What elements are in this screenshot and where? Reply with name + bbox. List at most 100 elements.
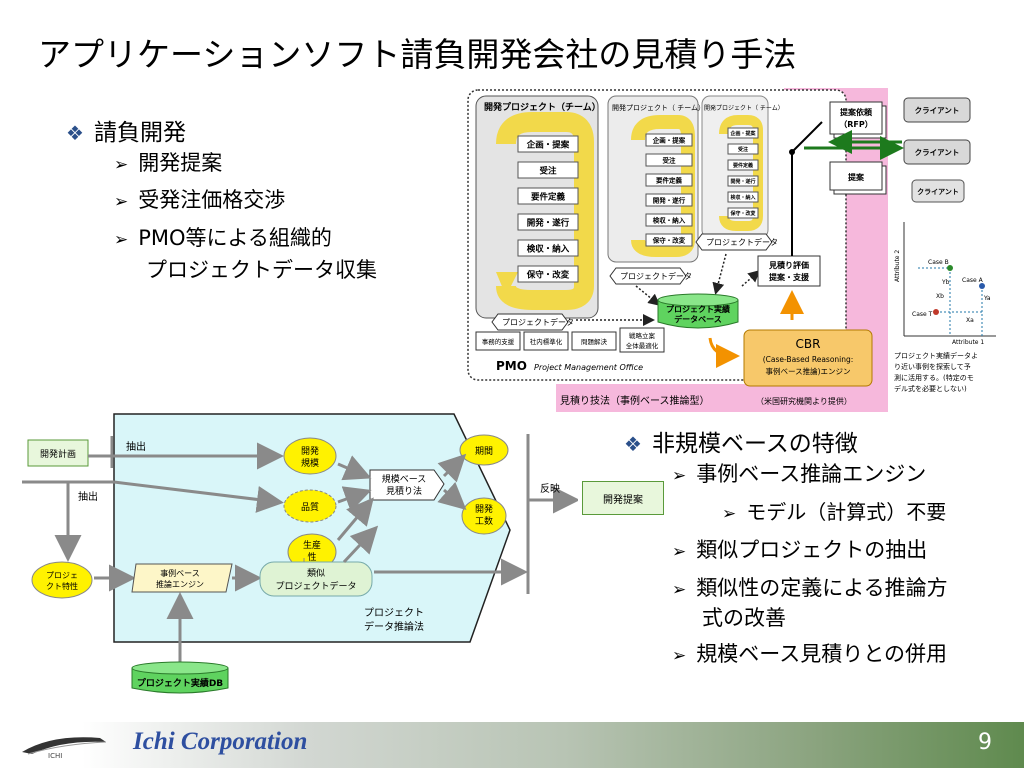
client-label: クライアント (917, 187, 959, 196)
method-label: データ推論法 (364, 620, 424, 633)
phase-label: 保守・改変 (526, 270, 570, 281)
productivity-label: 性 (307, 551, 316, 563)
database-label: データベース (674, 314, 722, 324)
arrow-bullet-icon: ➢ (722, 504, 737, 524)
xa-label: Xa (966, 317, 974, 324)
bullet-text: モデル（計算式）不要 (746, 500, 947, 524)
flow-arrow (437, 481, 467, 510)
phase-box (645, 173, 693, 187)
phase-box (645, 233, 693, 247)
method-label: プロジェクト (364, 607, 424, 619)
arrow-bullet-icon: ➢ (672, 580, 687, 600)
dev-plan-box (27, 439, 89, 467)
bullet-text: 非規模ベースの特徴 (651, 431, 858, 457)
bullet-text: 請負開発 (93, 120, 186, 146)
phase-label: 保守・改変 (652, 236, 686, 245)
engine-label: 事例ベース (160, 568, 200, 578)
project-db-cylinder (131, 668, 229, 694)
phase-box (727, 191, 759, 203)
case-a-point (979, 283, 985, 289)
engine-box (131, 563, 233, 593)
phase-box (517, 187, 579, 205)
ya-label: Ya (983, 295, 991, 302)
estimate-support-label: 見積り評価 (768, 260, 809, 270)
bullet-text: 事例ベース推論エンジン (696, 462, 927, 486)
phase-label: 検収・納入 (653, 216, 686, 225)
phase-box (727, 127, 759, 139)
project-char-label: プロジェ (46, 571, 78, 580)
dev-proposal-label: 開発提案 (603, 494, 643, 506)
cbr-note: 測に活用する。(特定のモ (894, 373, 974, 382)
bullet-heading-nonscale: ❖非規模ベースの特徴 (624, 424, 858, 458)
effort-label: 工数 (475, 515, 493, 527)
rfp-box (829, 101, 883, 135)
phase-label: 保守・改変 (729, 210, 756, 217)
proposal-label: 提案 (848, 172, 865, 182)
company-logo-icon (22, 737, 107, 755)
yb-label: Yb (941, 279, 950, 286)
pmo-function-label: 事務的支援 (482, 337, 515, 346)
pmo-function-label: 問題解決 (581, 337, 608, 346)
xb-label: Xb (936, 293, 944, 300)
pmo-subtitle: Project Management Office (534, 363, 643, 372)
data-flow-arrow (635, 285, 661, 306)
cycle-arrow (496, 112, 594, 310)
logo-text: ICHI (48, 752, 63, 760)
phase-box (645, 193, 693, 207)
method-label: 見積り技法（事例ベース推論型） (560, 394, 710, 407)
team2-title: 開発プロジェクト（ チーム） (612, 103, 705, 112)
source-label: （米国研究機関より提供） (756, 396, 852, 406)
period-label: 期間 (475, 446, 493, 457)
similar-project-label: プロジェクトデータ (275, 580, 356, 592)
similar-project-box (259, 561, 373, 597)
client-label: クライアント (915, 147, 960, 157)
pmo-function-boxes: 事務的支援社内標準化問題解決戦略立案全体最適化 (475, 327, 665, 353)
cbr-subtitle: 事例ベース推論)エンジン (765, 366, 850, 376)
phase-label: 検収・納入 (730, 194, 755, 201)
pmo-label: PMO (496, 359, 527, 373)
pink-band-bottom (556, 384, 888, 412)
effort-label: 開発 (475, 503, 493, 515)
engine-label: 推論エンジン (156, 579, 204, 589)
cbr-note: デル式を必要としない) (894, 384, 967, 393)
pmo-function-box (619, 327, 665, 353)
pmo-function-label: 社内標準化 (530, 337, 563, 346)
phase-box (517, 213, 579, 231)
estimate-support-box (757, 255, 821, 287)
company-name: Ichi Corporation (133, 728, 308, 755)
phase-box (727, 159, 759, 171)
phase-label: 受注 (738, 146, 748, 153)
project-data-tag (491, 313, 569, 331)
phase-box (645, 213, 693, 227)
bullet-item: ➢類似プロジェクトの抽出 (672, 534, 927, 564)
database-label: プロジェクト実績 (666, 304, 730, 314)
phase-label: 受注 (539, 166, 557, 177)
pmo-function-label: 戦略立案 (629, 331, 656, 340)
db-to-cbr-arrow (708, 337, 740, 368)
project-data-label: プロジェクトデータ (706, 237, 778, 247)
client-box (911, 179, 965, 203)
pmo-function-box (475, 331, 521, 351)
arrow-bullet-icon: ➢ (672, 466, 687, 486)
phase-box (645, 153, 693, 167)
rfp-label: 提案依頼 (840, 107, 873, 117)
cycle-arrow (719, 115, 763, 231)
cbr-subtitle: (Case-Based Reasoning: (763, 355, 854, 364)
project-db-label: プロジェクト実績DB (137, 677, 223, 689)
flow-arrow (342, 525, 379, 564)
bullet-item: ➢類似性の定義による推論方 (672, 572, 948, 602)
attribute1-label: Attribute 1 (952, 339, 984, 346)
bullet-text: 開発提案 (138, 151, 223, 175)
phase-label: 要件定義 (531, 192, 566, 203)
page-number: 9 (978, 730, 992, 755)
bullet-text: PMO等による組織的 (138, 226, 332, 250)
bullet-text-continued: 式の改善 (702, 606, 786, 630)
extract-label-2: 抽出 (78, 490, 98, 503)
estimate-support-label: 提案・支援 (769, 272, 810, 282)
project-char-label: クト特性 (46, 581, 78, 591)
pmo-function-box (571, 331, 617, 351)
scale-based-label: 見積り法 (386, 485, 422, 497)
productivity-label: 生産 (303, 539, 321, 551)
cbr-note: り近い事例を探索して予 (894, 362, 971, 371)
